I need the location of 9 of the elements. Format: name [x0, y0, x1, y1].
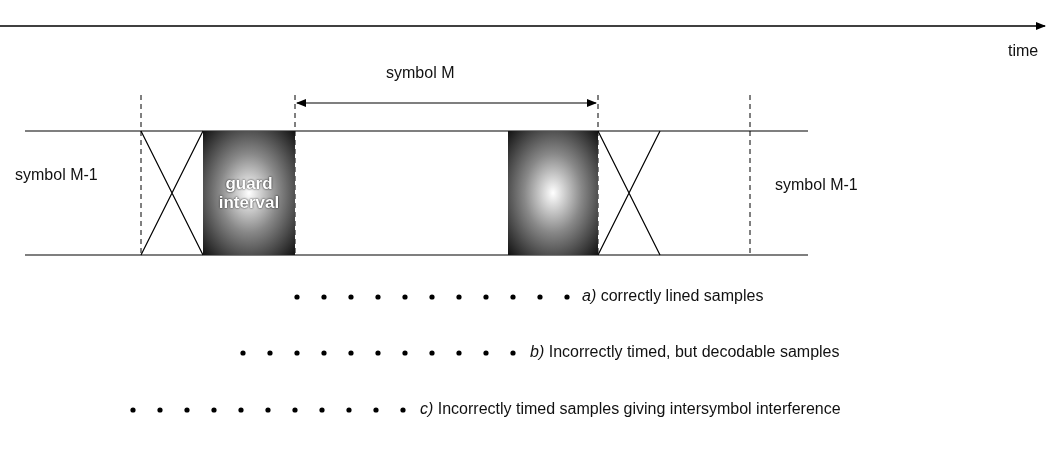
legend-note: b) Incorrectly timed, but decodable samples [530, 343, 840, 361]
axis-label: time [1008, 42, 1039, 60]
legend-note: c) Incorrectly timed samples giving intersymbol interference [420, 400, 841, 418]
symbol-label: symbol M-1 [15, 166, 98, 184]
guard-interval-block [203, 131, 295, 255]
legend-note: a) correctly lined samples [582, 287, 764, 305]
dimension-label: symbol M [386, 64, 455, 82]
guard-interval-block [508, 131, 598, 255]
symbol-label: symbol M-1 [775, 176, 858, 194]
